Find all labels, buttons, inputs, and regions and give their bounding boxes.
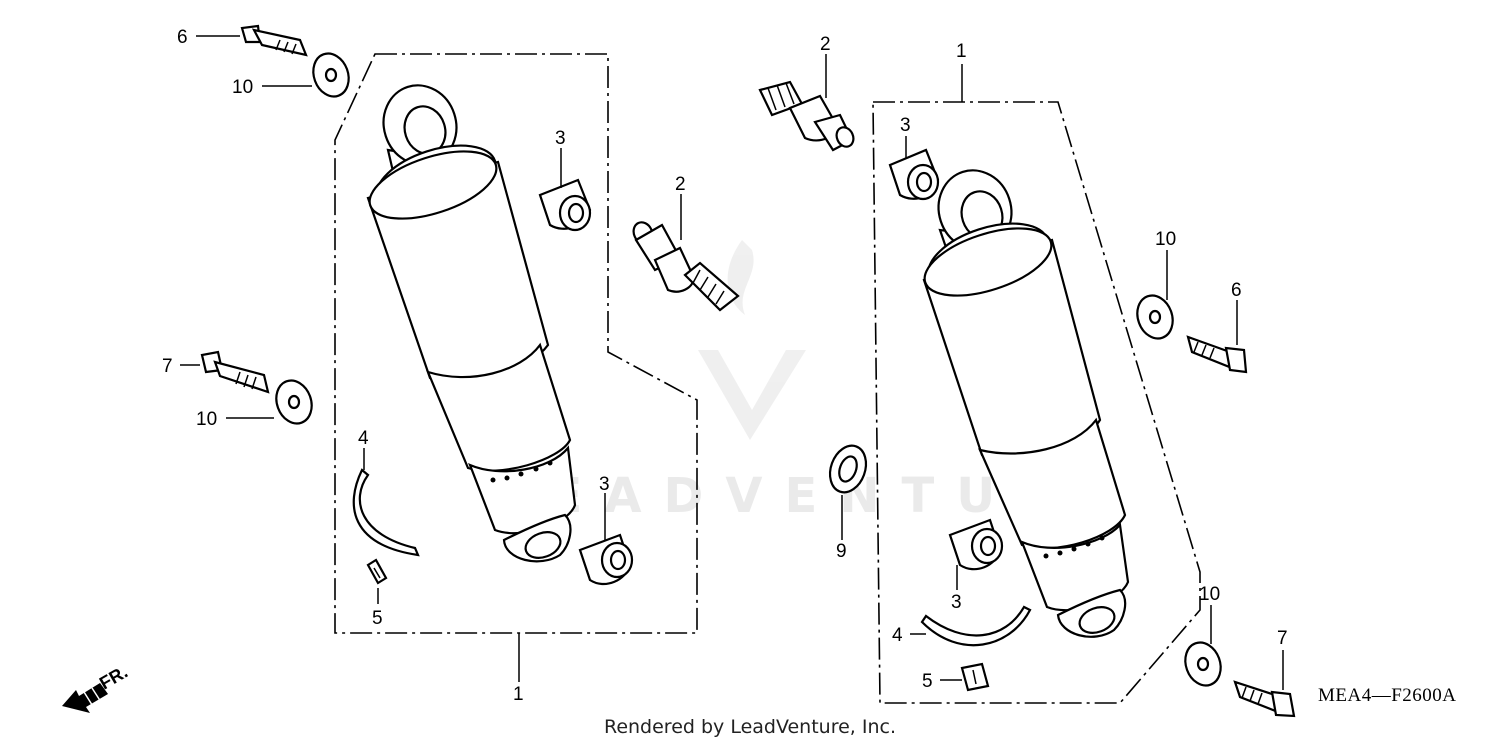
callout-3: 3 — [900, 115, 911, 136]
bushing-right-upper — [888, 148, 940, 201]
bushing-right-lower — [948, 518, 1004, 571]
washer-right-upper — [1136, 294, 1174, 340]
callout-6: 6 — [1231, 280, 1242, 301]
callout-3: 3 — [951, 592, 962, 613]
clip-left — [352, 468, 420, 557]
callout-numbers: 6 10 7 10 4 5 1 3 2 3 2 1 3 10 6 9 3 4 5… — [162, 27, 1288, 705]
callout-4: 4 — [892, 625, 903, 646]
clip-right — [920, 605, 1032, 647]
label-plate-left — [366, 558, 388, 585]
callout-9: 9 — [836, 541, 847, 562]
left-shock-absorber — [366, 84, 577, 563]
diagram-code: MEA4—F2600A — [1318, 685, 1457, 706]
callout-1: 1 — [513, 684, 524, 705]
washer-top-left — [312, 52, 350, 98]
callout-10: 10 — [232, 77, 253, 98]
callout-2: 2 — [820, 34, 831, 55]
left-assembly-boundary — [334, 53, 698, 634]
right-assembly-boundary — [872, 101, 1201, 704]
flange-bolt-right-lower — [1233, 680, 1296, 718]
callout-2: 2 — [675, 174, 686, 195]
stud-bolt-middle — [632, 221, 740, 312]
bushing-left-upper — [538, 178, 592, 232]
callout-10: 10 — [196, 409, 217, 430]
washer-9 — [828, 444, 868, 494]
footer-credit: Rendered by LeadVenture, Inc. — [603, 716, 897, 738]
washer-mid-left — [275, 379, 313, 425]
washer-right-lower — [1184, 641, 1222, 687]
label-plate-right — [960, 662, 990, 692]
leader-lines — [180, 35, 1284, 690]
callout-3: 3 — [599, 474, 610, 495]
right-shock-absorber — [922, 169, 1130, 638]
front-direction-arrow: FR. — [62, 662, 131, 713]
callout-6: 6 — [177, 27, 188, 48]
callout-1: 1 — [956, 41, 967, 62]
flange-bolt-top-left — [240, 24, 308, 57]
callout-4: 4 — [358, 428, 369, 449]
callout-10: 10 — [1155, 229, 1176, 250]
flange-bolt-right-upper — [1186, 335, 1248, 374]
callout-7: 7 — [162, 356, 173, 377]
bushing-left-lower — [578, 533, 634, 586]
callout-5: 5 — [372, 608, 383, 629]
callout-7: 7 — [1277, 628, 1288, 649]
flange-bolt-mid-left — [200, 350, 270, 394]
callout-10: 10 — [1199, 584, 1220, 605]
stud-bolt-top-right — [758, 80, 855, 152]
callout-3: 3 — [555, 128, 566, 149]
callout-5: 5 — [922, 671, 933, 692]
